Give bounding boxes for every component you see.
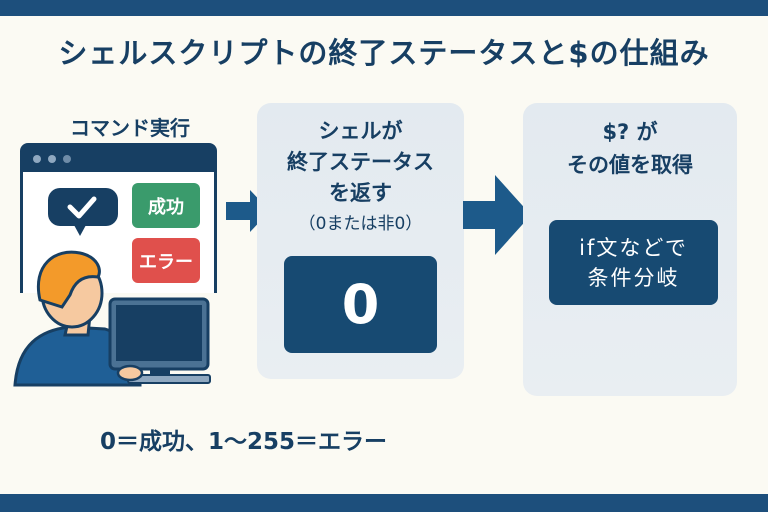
page-title: シェルスクリプトの終了ステータスと$の仕組み (58, 36, 710, 70)
arrow-right-icon (463, 175, 531, 255)
window-dot-icon (63, 155, 71, 163)
step1-heading: コマンド実行 (70, 116, 190, 140)
success-tag: 成功 (132, 183, 200, 228)
user-at-computer-icon (13, 250, 211, 387)
step2-line3: を返す (329, 181, 392, 205)
bottom-bar (0, 494, 768, 512)
exit-status-value: 0 (284, 256, 437, 353)
footer-note: 0＝成功、1〜255＝エラー (100, 429, 388, 455)
top-bar (0, 0, 768, 16)
checkmark-bubble-icon (48, 188, 118, 236)
step2-line2: 終了ステータス (287, 150, 434, 174)
box-line2: 条件分岐 (587, 265, 680, 290)
step2-note: （0または非0） (298, 214, 423, 234)
box-line1: if文などで (579, 235, 688, 260)
step2-line1: シェルが (318, 119, 403, 143)
step3-line1: $? が (602, 120, 658, 144)
window-dot-icon (33, 155, 41, 163)
window-titlebar (23, 146, 214, 172)
step3-line2: その値を取得 (567, 153, 693, 177)
conditional-branch-box: if文などで 条件分岐 (549, 220, 718, 305)
error-tag: エラー (132, 238, 200, 283)
window-dot-icon (48, 155, 56, 163)
